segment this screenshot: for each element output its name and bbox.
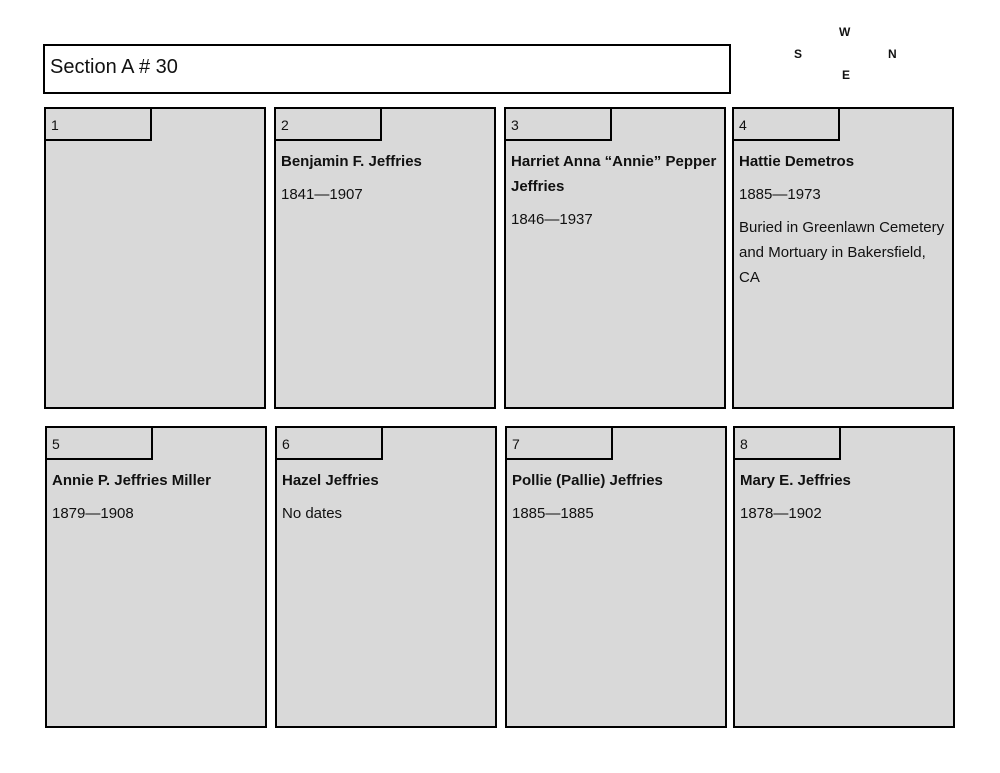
plot-name: Hattie Demetros [739, 153, 855, 170]
plot-3: 3 Harriet Anna “Annie” Pepper Jeffries 1… [504, 107, 726, 409]
plot-name: Mary E. Jeffries [740, 472, 851, 489]
plot-dates: 1841—1907 [281, 186, 363, 203]
plot-dates: 1885—1973 [739, 186, 821, 203]
plot-number: 5 [47, 428, 153, 460]
plot-1: 1 [44, 107, 266, 409]
plot-name: Annie P. Jeffries Miller [52, 472, 211, 489]
plot-number: 4 [734, 109, 840, 141]
plot-number: 7 [507, 428, 613, 460]
compass-right: N [888, 47, 897, 61]
plot-8: 8 Mary E. Jeffries 1878—1902 [733, 426, 955, 728]
plot-number: 1 [46, 109, 152, 141]
plot-name: Pollie (Pallie) Jeffries [512, 472, 663, 489]
plot-dates: 1885—1885 [512, 505, 594, 522]
plot-number: 6 [277, 428, 383, 460]
plot-2: 2 Benjamin F. Jeffries 1841—1907 [274, 107, 496, 409]
plot-dates: 1879—1908 [52, 505, 134, 522]
plot-dates: 1878—1902 [740, 505, 822, 522]
plot-6: 6 Hazel Jeffries No dates [275, 426, 497, 728]
plot-4: 4 Hattie Demetros 1885—1973 Buried in Gr… [732, 107, 954, 409]
plot-name: Harriet Anna “Annie” Pepper Jeffries [511, 153, 717, 195]
section-title-box: Section A # 30 [43, 44, 731, 94]
compass-top: W [839, 25, 851, 39]
plot-dates: No dates [282, 505, 343, 522]
plot-note: Buried in Greenlawn Cemetery and Mortuar… [739, 219, 945, 286]
plot-number: 3 [506, 109, 612, 141]
plot-7: 7 Pollie (Pallie) Jeffries 1885—1885 [505, 426, 727, 728]
plot-name: Hazel Jeffries [282, 472, 379, 489]
plot-number: 2 [276, 109, 382, 141]
compass-left: S [794, 47, 803, 61]
plot-dates: 1846—1937 [511, 211, 593, 228]
compass-bottom: E [842, 68, 851, 82]
section-title: Section A # 30 [50, 56, 178, 78]
plot-name: Benjamin F. Jeffries [281, 153, 422, 170]
plot-5: 5 Annie P. Jeffries Miller 1879—1908 [45, 426, 267, 728]
plot-number: 8 [735, 428, 841, 460]
